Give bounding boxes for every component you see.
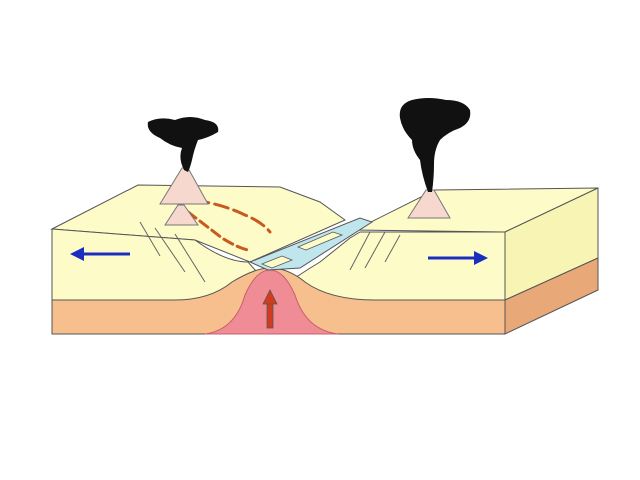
rift-island-2 xyxy=(296,231,344,251)
lava-flows xyxy=(186,198,272,252)
left-plate-top-face xyxy=(50,184,347,263)
volcano-left-lower xyxy=(164,204,199,226)
fault-lines xyxy=(139,221,401,283)
smoke-plume-left xyxy=(147,117,219,172)
magma-arrow xyxy=(262,289,278,329)
rift-island-1 xyxy=(260,255,294,269)
smoke-plume-right xyxy=(399,98,471,192)
right-plate-arrow xyxy=(428,251,488,265)
volcano-right xyxy=(407,189,451,219)
left-plate-arrow xyxy=(70,247,130,261)
